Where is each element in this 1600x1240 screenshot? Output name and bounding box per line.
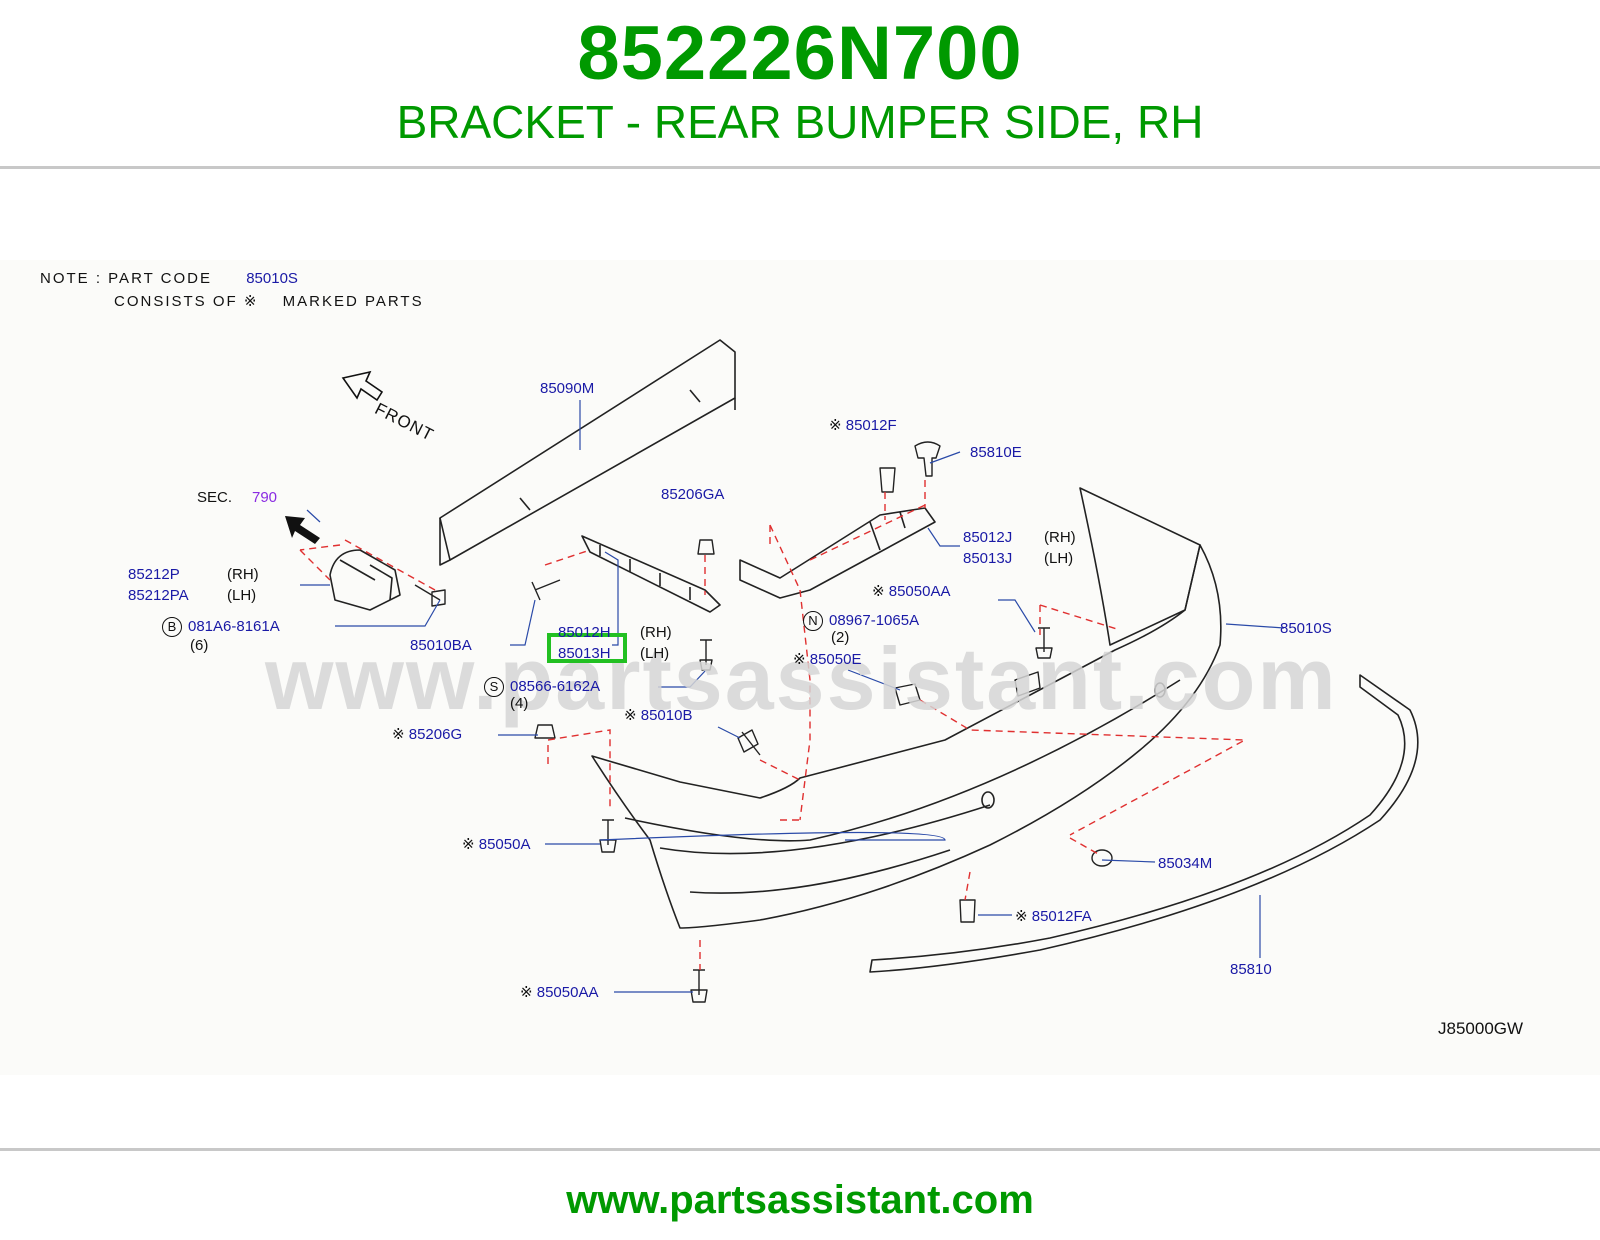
part-description: BRACKET - REAR BUMPER SIDE, RH — [396, 96, 1204, 148]
mark-symbol-icon: ※ — [872, 583, 885, 600]
part-link-85010B[interactable]: ※ 85010B — [624, 707, 693, 724]
part-link-85090M[interactable]: 85090M — [540, 380, 595, 397]
screw-08566 — [699, 639, 713, 671]
upper-bracket — [739, 507, 936, 599]
part-link-85013J[interactable]: 85013J — [963, 550, 1013, 567]
side-rh: (RH) — [1044, 529, 1076, 546]
header-divider — [0, 166, 1600, 169]
bolt-85050A — [599, 819, 617, 853]
mark-symbol-icon: ※ — [462, 836, 475, 853]
qty-6: (6) — [190, 637, 209, 654]
part-link-85810[interactable]: 85810 — [1230, 961, 1272, 978]
parts-diagram: www.partsassistant.com NOTE : PART CODE … — [0, 260, 1600, 1075]
part-link-85010S[interactable]: 85010S — [1280, 620, 1332, 637]
diagram-drawing — [285, 339, 1419, 1003]
note-line-1: NOTE : PART CODE 85010S — [40, 270, 298, 287]
side-lh: (LH) — [1044, 550, 1074, 567]
note-consists: CONSISTS OF — [114, 293, 238, 310]
clip-85012FA — [959, 899, 976, 923]
side-bracket — [581, 535, 721, 613]
side-lh: (LH) — [640, 645, 670, 662]
grommet-85034M — [1091, 849, 1113, 867]
note-marked: MARKED PARTS — [282, 293, 424, 310]
screw-s-symbol-icon: S — [484, 677, 504, 697]
footer-divider — [0, 1148, 1600, 1151]
mark-symbol-icon: ※ — [1015, 908, 1028, 925]
mark-symbol-icon: ※ — [243, 293, 259, 310]
part-link-85050AA-bottom[interactable]: ※ 85050AA — [520, 984, 599, 1001]
highlight-box — [547, 633, 627, 663]
note-part-code-link[interactable]: 85010S — [246, 270, 298, 287]
note-line-2: CONSISTS OF ※ MARKED PARTS — [114, 292, 424, 310]
part-link-85012H[interactable]: 85012H — [558, 624, 611, 641]
sec-label: SEC. — [197, 489, 233, 506]
bolt-081A6 — [414, 584, 446, 607]
sec-arrow — [285, 516, 320, 544]
qty-4: (4) — [510, 695, 529, 712]
part-link-85206G[interactable]: ※ 85206G — [392, 726, 463, 743]
mark-symbol-icon: ※ — [392, 726, 405, 743]
part-link-85050E[interactable]: ※ 85050E — [793, 651, 862, 668]
nut-n-symbol-icon: N — [803, 611, 823, 631]
part-link-85012FA[interactable]: ※ 85012FA — [1015, 908, 1092, 925]
nut-85050AA — [1014, 671, 1041, 697]
part-link-85810E[interactable]: 85810E — [970, 444, 1022, 461]
part-link-85050AA-top[interactable]: ※ 85050AA — [872, 583, 951, 600]
part-link-85034M[interactable]: 85034M — [1158, 855, 1213, 872]
footer-site-link[interactable]: www.partsassistant.com — [566, 1178, 1034, 1222]
bolt-85010B — [737, 729, 761, 756]
reinforcement-beam — [439, 339, 736, 561]
part-link-85206GA[interactable]: 85206GA — [661, 486, 725, 503]
part-link-85012F[interactable]: ※ 85012F — [829, 417, 897, 434]
mark-symbol-icon: ※ — [793, 651, 806, 668]
sec-790-link[interactable]: 790 — [252, 489, 278, 506]
part-link-85012J[interactable]: 85012J — [963, 529, 1013, 546]
side-rh: (RH) — [227, 566, 259, 583]
part-link-85212P[interactable]: 85212P — [128, 566, 180, 583]
grommet-85206GA — [697, 539, 715, 555]
nut-85206G — [534, 724, 556, 739]
bolt-b-symbol-icon: B — [162, 617, 182, 637]
qty-2: (2) — [831, 629, 850, 646]
note-prefix: NOTE : PART CODE — [40, 270, 213, 287]
mark-symbol-icon: ※ — [520, 984, 533, 1001]
side-rh: (RH) — [640, 624, 672, 641]
watermark: www.partsassistant.com — [265, 629, 1338, 728]
bolt-85010BA — [531, 579, 561, 601]
mark-symbol-icon: ※ — [829, 417, 842, 434]
part-link-85212PA[interactable]: 85212PA — [128, 587, 189, 604]
rivet-85810E — [914, 441, 941, 477]
side-lh: (LH) — [227, 587, 257, 604]
diagram-id: J85000GW — [1438, 1019, 1524, 1038]
bolt-85050AA-bottom — [690, 969, 708, 1003]
bumper-mount — [329, 549, 401, 611]
clip-85012F — [879, 467, 896, 493]
bumper-molding — [869, 674, 1419, 973]
bumper-fascia — [591, 544, 1222, 929]
part-link-85010BA[interactable]: 85010BA — [410, 637, 472, 654]
bolt-85050AA — [1035, 627, 1053, 659]
part-link-85013H[interactable]: 85013H — [558, 645, 611, 662]
mark-symbol-icon: ※ — [624, 707, 637, 724]
part-number-title: 852226N700 — [577, 11, 1023, 96]
part-link-85050A[interactable]: ※ 85050A — [462, 836, 531, 853]
front-arrow — [341, 370, 384, 402]
